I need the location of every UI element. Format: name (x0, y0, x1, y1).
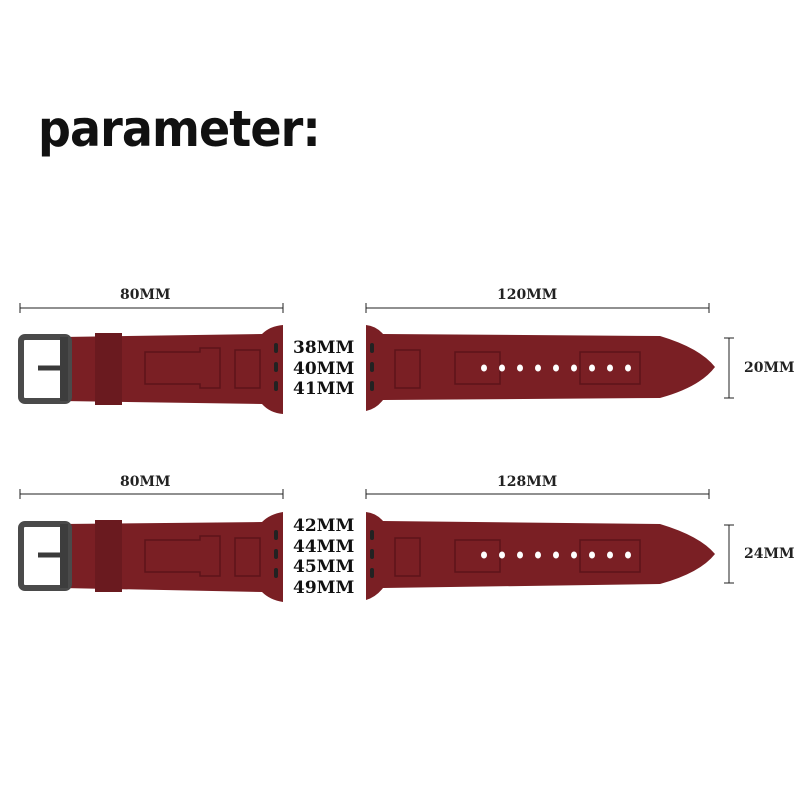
case-size: 41MM (293, 379, 355, 399)
short-length-dimension-line (19, 303, 284, 313)
short-strap-piece (62, 325, 283, 414)
page-title: parameter: (38, 100, 321, 158)
long-length-dimension-line (365, 303, 710, 313)
width-label: 20MM (744, 360, 795, 376)
long-length-label: 128MM (497, 474, 558, 490)
long-strap-piece (366, 512, 715, 600)
width-label: 24MM (744, 546, 795, 562)
short-strap-piece (62, 512, 283, 602)
case-size-list: 38MM 40MM 41MM (293, 338, 354, 400)
short-length-label: 80MM (120, 287, 171, 303)
case-size-list: 42MM 44MM 45MM 49MM (293, 516, 354, 598)
case-size: 42MM (293, 516, 355, 536)
buckle-icon (18, 334, 72, 404)
long-length-label: 120MM (497, 287, 558, 303)
case-size: 44MM (293, 536, 355, 557)
width-dimension-line (724, 337, 734, 399)
long-strap-piece (366, 325, 715, 411)
width-dimension-line (724, 524, 734, 584)
buckle-icon (18, 521, 72, 591)
case-size: 45MM (293, 557, 355, 577)
case-size: 38MM (293, 338, 355, 358)
case-size: 49MM (293, 577, 355, 598)
case-size: 40MM (293, 358, 355, 379)
short-length-label: 80MM (120, 474, 171, 490)
long-length-dimension-line (365, 489, 710, 499)
short-length-dimension-line (19, 489, 284, 499)
